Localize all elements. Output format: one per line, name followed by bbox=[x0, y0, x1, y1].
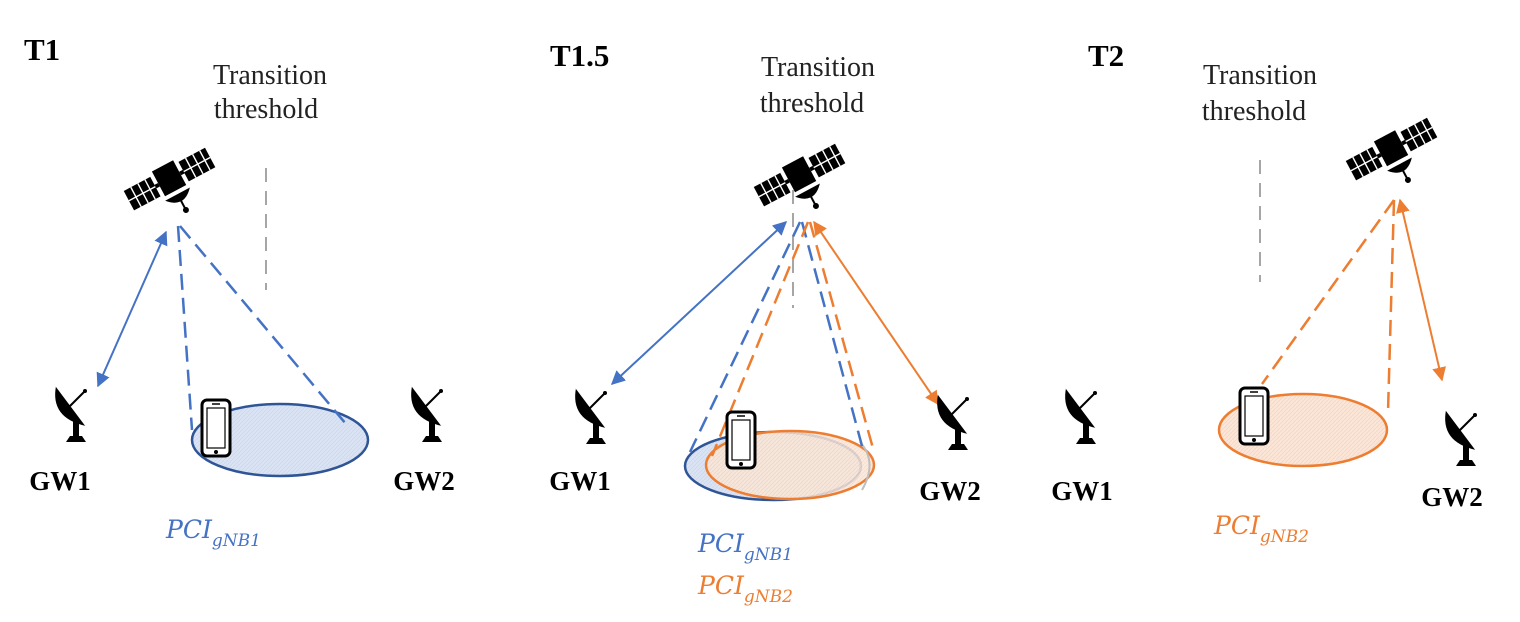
gw2-label: GW2 bbox=[393, 466, 455, 496]
panel-t2: T2 Transition threshold GW1 GW2 PCIgNB2 bbox=[1051, 38, 1483, 547]
gateway-dish-icon bbox=[410, 385, 444, 443]
beam-gnb2-edge-right bbox=[808, 221, 876, 453]
gateway-dish-icon bbox=[574, 387, 608, 445]
threshold-label-line2: threshold bbox=[760, 88, 864, 119]
panel-title: T1 bbox=[24, 32, 60, 67]
beam-edge-left bbox=[176, 225, 194, 431]
gw1-label: GW1 bbox=[29, 466, 91, 496]
phone-icon bbox=[725, 410, 757, 470]
beam-edge-right bbox=[1386, 199, 1396, 413]
threshold-label-line2: threshold bbox=[214, 94, 318, 125]
satellite-icon bbox=[1342, 113, 1451, 206]
threshold-label-line1: Transition bbox=[761, 52, 875, 83]
gateway-dish-icon bbox=[1444, 409, 1478, 467]
beam-edge-right bbox=[179, 225, 347, 425]
phone-icon bbox=[200, 398, 232, 458]
gateway-dish-icon bbox=[1064, 387, 1098, 445]
panel-title: T1.5 bbox=[550, 38, 609, 73]
threshold-label-line1: Transition bbox=[1203, 60, 1317, 91]
feeder-link-gw2 bbox=[813, 220, 939, 406]
gateway-dish-icon bbox=[936, 393, 970, 451]
satellite-icon bbox=[750, 139, 859, 232]
pci-label-gnb2: PCIgNB2 bbox=[697, 571, 793, 607]
threshold-label-line2: threshold bbox=[1202, 96, 1306, 127]
pci-label-gnb2: PCIgNB2 bbox=[1213, 511, 1309, 547]
pci-label-gnb1: PCIgNB1 bbox=[165, 515, 261, 551]
gw1-label: GW1 bbox=[1051, 476, 1113, 506]
beam-gnb1-edge-right bbox=[800, 221, 864, 447]
gw1-label: GW1 bbox=[549, 466, 611, 496]
phone-icon bbox=[1238, 386, 1270, 446]
coverage-area-gnb1 bbox=[190, 402, 370, 478]
beam-edge-left bbox=[1260, 199, 1396, 385]
pci-label-gnb1: PCIgNB1 bbox=[697, 529, 793, 565]
gateway-dish-icon bbox=[54, 385, 88, 443]
feeder-link-gw1 bbox=[96, 230, 168, 388]
feeder-link-gw1 bbox=[610, 221, 788, 385]
panel-title: T2 bbox=[1088, 38, 1124, 73]
panel-t1: T1 Transition threshold GW1 GW2 PCIgNB1 bbox=[24, 32, 455, 551]
gw2-label: GW2 bbox=[919, 476, 981, 506]
threshold-label-line1: Transition bbox=[213, 60, 327, 91]
gw2-label: GW2 bbox=[1421, 482, 1483, 512]
satellite-icon bbox=[120, 143, 229, 236]
panel-t1-5: T1.5 Transition threshold GW1 GW2 PCIgNB… bbox=[549, 38, 981, 607]
feeder-link-gw2 bbox=[1396, 198, 1446, 382]
